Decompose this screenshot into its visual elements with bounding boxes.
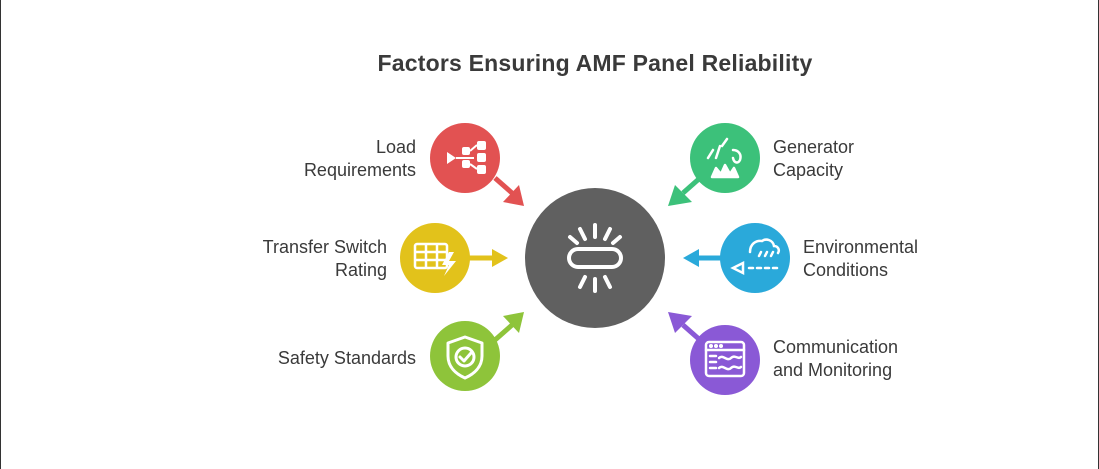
arrow-generator [668,176,702,206]
arrow-communication [668,312,702,342]
factor-safety [430,321,500,391]
center-hub [525,188,665,328]
diagram-title: Factors Ensuring AMF Panel Reliability [377,50,813,76]
fire-sparks-icon [706,137,742,179]
monitor-graph-icon [704,340,746,378]
label-environment: Environmental Conditions [803,237,919,280]
label-safety: Safety Standards [277,348,416,368]
factor-environment [720,223,790,293]
flow-diagram-icon [447,141,486,174]
arrow-safety [493,312,524,342]
label-generator: Generator Capacity [773,137,855,180]
factor-communication [690,325,760,395]
arrow-transfer [465,249,508,267]
factor-generator [690,123,760,193]
label-communication: Communication and Monitoring [773,337,899,380]
shield-check-icon [446,335,484,380]
table-lightning-icon [413,242,456,276]
label-load: Load Requirements [303,137,416,180]
cloud-rain-icon [730,238,781,276]
label-transfer: Transfer Switch Rating [262,237,387,280]
arrow-load [493,176,524,206]
light-bulb-glow-icon [567,223,623,293]
factor-load [430,123,500,193]
factor-transfer [400,223,470,293]
